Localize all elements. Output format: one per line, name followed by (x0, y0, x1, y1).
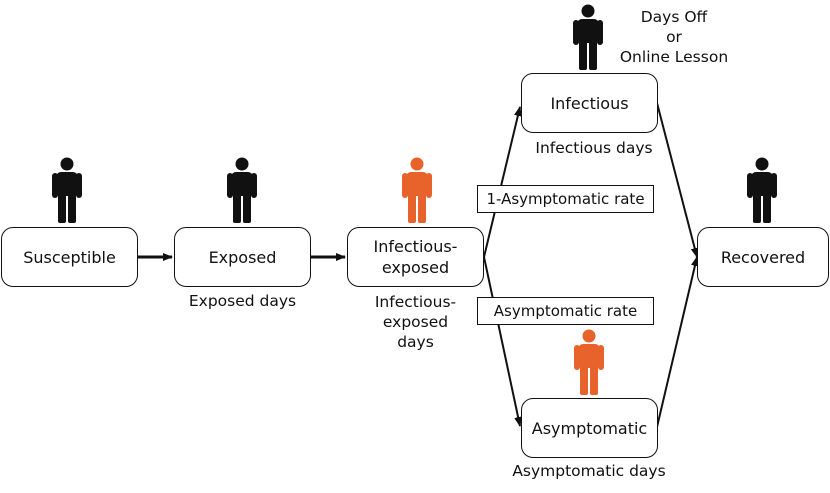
infectious-days-caption: Infectious days (535, 139, 653, 157)
susceptible-person-icon (52, 157, 82, 223)
node-susceptible: Susceptible (1, 227, 138, 287)
node-exposed: Exposed (174, 227, 311, 287)
exposed-person-icon (227, 157, 257, 223)
infectious-person-icon (573, 4, 603, 70)
arrow-infectious-exposed-to-infectious (483, 106, 522, 258)
recovered-person-icon (747, 157, 777, 223)
node-recovered: Recovered (697, 227, 829, 287)
asymptomatic-days-caption: Asymptomatic days (512, 462, 666, 480)
node-infectious: Infectious (521, 73, 658, 133)
infectious-exposed-days-caption: Infectious- exposed days (374, 293, 457, 351)
arrow-asymptomatic-to-recovered (656, 256, 699, 428)
arrow-infectious-to-recovered (656, 102, 699, 258)
asymptomatic-rate-label: Asymptomatic rate (477, 297, 654, 325)
infectious-exposed-person-icon (402, 157, 432, 223)
asymptomatic-person-icon (574, 329, 604, 395)
exposed-days-caption: Exposed days (188, 292, 297, 310)
node-asymptomatic: Asymptomatic (521, 398, 658, 458)
arrow-infectious-exposed-to-asymptomatic (483, 256, 523, 427)
node-infectious-exposed: Infectious- exposed (347, 227, 484, 287)
symptomatic-rate-label: 1-Asymptomatic rate (477, 185, 654, 213)
days-off-caption: Days Off or Online Lesson (619, 8, 729, 66)
